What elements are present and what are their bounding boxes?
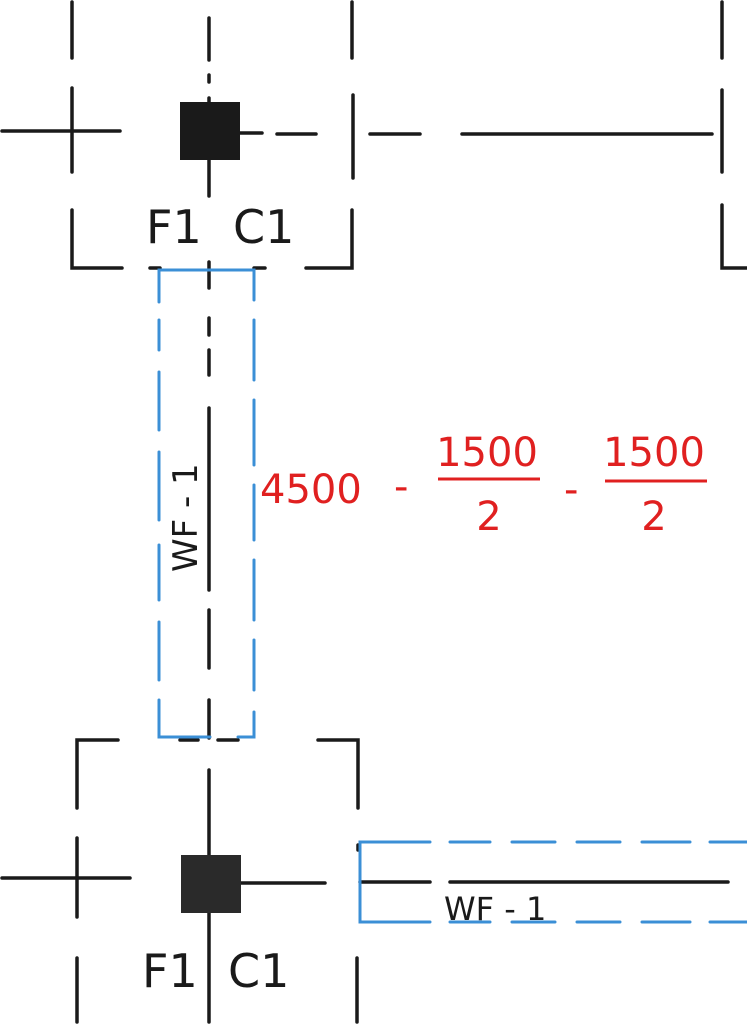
horizontal-wall-footing: [358, 840, 747, 924]
top-horizontal-grid-line: [0, 129, 714, 136]
vertical-wall-footing-label: WF - 1: [166, 463, 206, 572]
formula-term1-numerator: 1500: [436, 430, 538, 476]
bottom-footing-label: F1: [142, 944, 198, 998]
bottom-footing-outline: [75, 738, 360, 1024]
formula-term2-denominator: 2: [641, 494, 666, 540]
formula-base-value: 4500: [260, 467, 362, 513]
right-footing-outline: [720, 0, 747, 270]
formula-term1-denominator: 2: [476, 494, 501, 540]
grid-lines: [0, 16, 730, 1024]
bottom-column-label: C1: [228, 944, 289, 998]
formula-term2-numerator: 1500: [603, 430, 705, 476]
bottom-horizontal-grid-line: [0, 876, 730, 885]
horizontal-wall-footing-label: WF - 1: [444, 890, 546, 928]
formula-minus-1: -: [394, 464, 408, 510]
top-column-square: [180, 102, 240, 160]
length-formula: 4500 - 1500 2 - 1500 2: [260, 430, 707, 540]
top-footing-label: F1: [146, 200, 202, 254]
vertical-wall-footing: [157, 268, 256, 739]
top-footing-outline: [70, 0, 355, 270]
top-column-label: C1: [233, 200, 294, 254]
bottom-column-square: [181, 855, 241, 913]
formula-minus-2: -: [564, 467, 578, 513]
